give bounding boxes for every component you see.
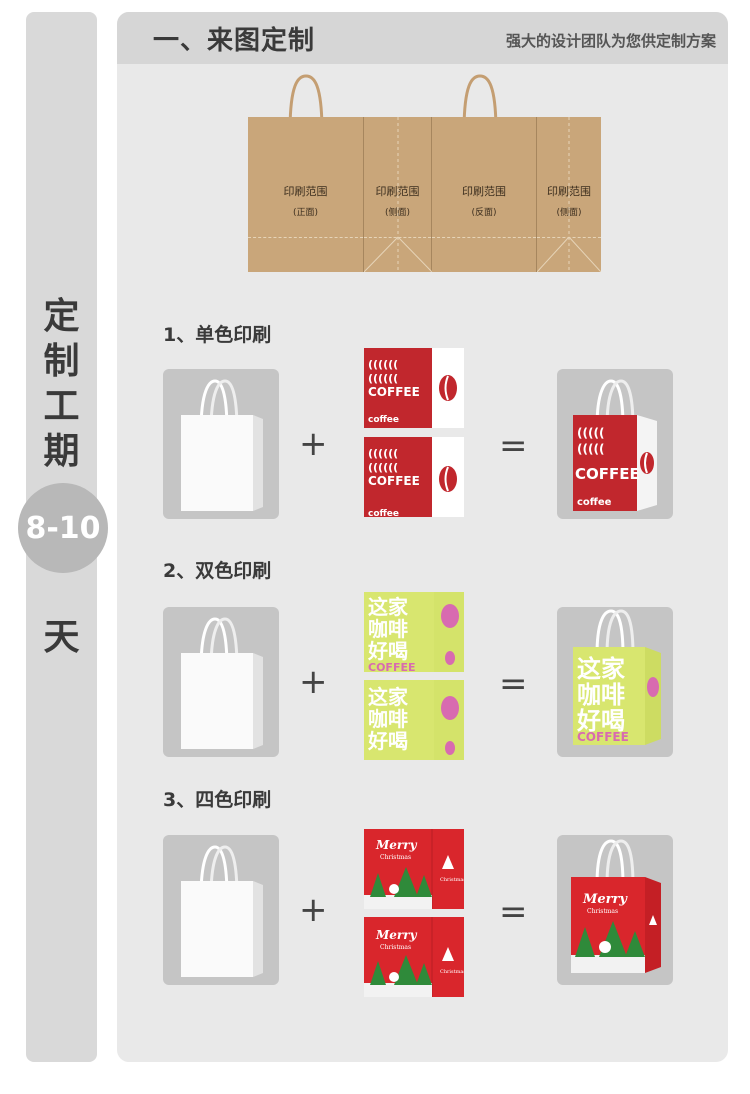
print-area-sub: (正面) — [292, 208, 319, 218]
lime-bag-result: 这家 咖啡 好喝 COFFEE — [557, 607, 673, 757]
christmas-artwork-image: Merry Christmas Christmas — [364, 829, 464, 909]
page-title: 一、来图定制 — [153, 26, 316, 56]
svg-text:((((((: (((((( — [368, 372, 398, 385]
svg-text:Christmas: Christmas — [440, 969, 464, 975]
svg-text:coffee: coffee — [577, 497, 612, 508]
svg-text:(((((: ((((( — [577, 426, 604, 440]
section-label-mono: 1、单色印刷 — [163, 324, 272, 346]
side-title-char: 制 — [43, 341, 80, 382]
side-title-char: 工 — [43, 386, 80, 427]
coffee-artwork-image: (((((( (((((( COFFEE coffee — [364, 348, 464, 428]
lime-artwork-image: 这家 咖啡 好喝 COFFEE — [364, 592, 464, 672]
svg-text:Merry: Merry — [375, 928, 418, 942]
kraft-panel-side: 印刷范围 (侧面) — [364, 117, 432, 272]
svg-text:((((((: (((((( — [368, 461, 398, 474]
equals-operator: = — [499, 426, 528, 466]
gusset-fold-lines — [364, 117, 432, 272]
svg-text:Christmas: Christmas — [380, 854, 411, 861]
fold-line — [432, 237, 536, 238]
svg-text:COFFEE: COFFEE — [577, 730, 629, 744]
svg-text:咖啡: 咖啡 — [368, 707, 408, 731]
section-label-four: 3、四色印刷 — [163, 789, 272, 811]
svg-text:好喝: 好喝 — [367, 729, 408, 753]
side-title: 定 制 工 期 — [26, 294, 97, 474]
page-subtitle: 强大的设计团队为您供定制方案 — [505, 32, 716, 50]
svg-text:Christmas: Christmas — [380, 944, 411, 951]
day-unit: 天 — [43, 617, 80, 658]
print-area-sub: (反面) — [471, 208, 497, 218]
svg-text:咖啡: 咖啡 — [368, 617, 408, 641]
side-title-char: 定 — [43, 296, 80, 337]
svg-text:(((((: ((((( — [577, 442, 604, 456]
lime-bag-image: 这家 咖啡 好喝 COFFEE — [573, 609, 661, 745]
svg-text:COFFEE: COFFEE — [368, 474, 420, 488]
christmas-bag-image: Merry Christmas — [571, 839, 661, 973]
coffee-bag-result: ((((( ((((( COFFEE coffee — [557, 369, 673, 519]
main-panel: 一、来图定制 强大的设计团队为您供定制方案 印刷范围 (正面) 印刷范围 (侧面… — [117, 12, 728, 1062]
white-bag-tile — [163, 607, 279, 757]
svg-text:Christmas: Christmas — [440, 877, 464, 883]
coffee-artwork: (((((( (((((( COFFEE coffee — [364, 437, 464, 517]
kraft-bag-layout: 印刷范围 (正面) 印刷范围 (侧面) 印刷范围 (反面) 印刷范围 (侧面) — [248, 117, 601, 272]
coffee-small: coffee — [368, 415, 399, 425]
lime-artwork-image: 这家 咖啡 好喝 — [364, 680, 464, 760]
svg-text:coffee: coffee — [368, 509, 399, 517]
svg-text:((((((: (((((( — [368, 447, 398, 460]
gusset-fold-lines — [537, 117, 601, 272]
white-bag-tile — [163, 835, 279, 985]
svg-text:Christmas: Christmas — [587, 908, 618, 915]
kraft-handles — [288, 74, 498, 133]
coffee-artwork-image: (((((( (((((( COFFEE coffee — [364, 437, 464, 517]
white-bag-image — [181, 617, 263, 749]
white-bag-image — [181, 379, 263, 511]
svg-text:咖啡: 咖啡 — [577, 681, 625, 709]
svg-text:COFFEE: COFFEE — [368, 661, 415, 672]
christmas-artwork: Merry Christmas Christmas — [364, 917, 464, 997]
side-title-char: 期 — [43, 431, 80, 472]
lime-artwork: 这家 咖啡 好喝 — [364, 680, 464, 760]
fold-line — [537, 237, 601, 238]
header-bar: 一、来图定制 强大的设计团队为您供定制方案 — [117, 12, 728, 64]
svg-text:这家: 这家 — [368, 685, 409, 709]
christmas-artwork-image: Merry Christmas Christmas — [364, 917, 464, 997]
svg-text:Merry: Merry — [582, 892, 628, 907]
svg-text:好喝: 好喝 — [367, 639, 408, 663]
lime-artwork: 这家 咖啡 好喝 COFFEE — [364, 592, 464, 672]
equals-operator: = — [499, 664, 528, 704]
white-bag-tile — [163, 369, 279, 519]
coffee-bag-image: ((((( ((((( COFFEE coffee — [573, 379, 657, 511]
kraft-panel-back: 印刷范围 (反面) — [432, 117, 537, 272]
plus-operator: + — [299, 662, 328, 702]
coffee-artwork: (((((( (((((( COFFEE coffee — [364, 348, 464, 428]
print-area-label: 印刷范围 — [462, 185, 506, 198]
fold-line — [248, 237, 363, 238]
plus-operator: + — [299, 890, 328, 930]
print-area-label: 印刷范围 — [283, 185, 328, 198]
kraft-panel-side: 印刷范围 (侧面) — [537, 117, 601, 272]
kraft-panel-front: 印刷范围 (正面) — [248, 117, 364, 272]
svg-text:好喝: 好喝 — [576, 707, 625, 735]
days-badge: 8-10 — [18, 483, 108, 573]
svg-text:这家: 这家 — [368, 595, 409, 619]
svg-text:Merry: Merry — [375, 838, 418, 852]
equals-operator: = — [499, 892, 528, 932]
christmas-artwork: Merry Christmas Christmas — [364, 829, 464, 909]
coffee-word: COFFEE — [368, 385, 420, 399]
christmas-bag-result: Merry Christmas — [557, 835, 673, 985]
section-label-dual: 2、双色印刷 — [163, 560, 272, 582]
fold-line — [364, 237, 431, 238]
svg-text:((((((: (((((( — [368, 358, 398, 371]
white-bag-image — [181, 845, 263, 977]
svg-text:这家: 这家 — [577, 655, 625, 683]
plus-operator: + — [299, 424, 328, 464]
svg-text:COFFEE: COFFEE — [575, 465, 640, 483]
